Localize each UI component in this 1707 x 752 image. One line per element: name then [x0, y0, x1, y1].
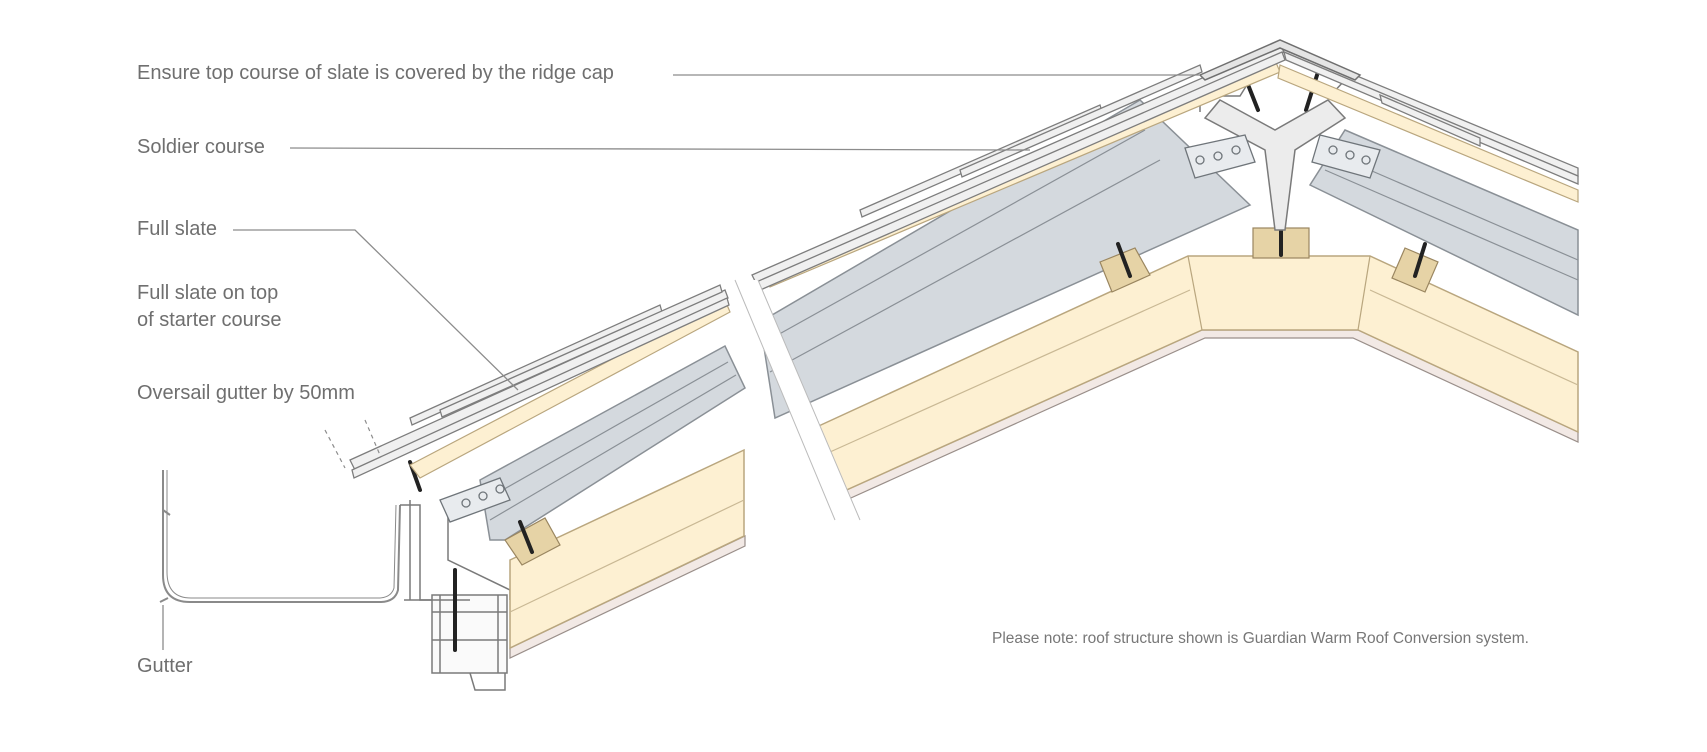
leader-soldier-course	[289, 147, 1031, 151]
gutter-profile	[159, 470, 401, 603]
ridge-cap	[1198, 39, 1362, 81]
bolt-plates	[439, 134, 1381, 523]
label-full-slate-starter-2: of starter course	[137, 309, 282, 331]
slate-layer-left	[349, 284, 730, 479]
footnote: Please note: roof structure shown is Gua…	[992, 630, 1529, 647]
rafter-left	[479, 344, 746, 541]
label-full-slate: Full slate	[137, 218, 218, 240]
label-full-slate-starter-1: Full slate on top	[137, 282, 279, 304]
section-break	[734, 279, 861, 521]
leader-lines	[162, 74, 1200, 650]
oversail-dashes	[324, 419, 381, 469]
insulation-left	[509, 448, 745, 650]
rafter-right	[759, 99, 1579, 420]
label-oversail: Oversail gutter by 50mm	[137, 382, 355, 404]
label-gutter: Gutter	[137, 655, 193, 677]
label-ridge-cap: Ensure top course of slate is covered by…	[137, 62, 614, 84]
eaves-beam-profile	[400, 500, 511, 691]
leader-full-slate	[233, 229, 519, 391]
label-soldier-course: Soldier course	[137, 136, 265, 158]
insulation-right	[808, 255, 1579, 493]
